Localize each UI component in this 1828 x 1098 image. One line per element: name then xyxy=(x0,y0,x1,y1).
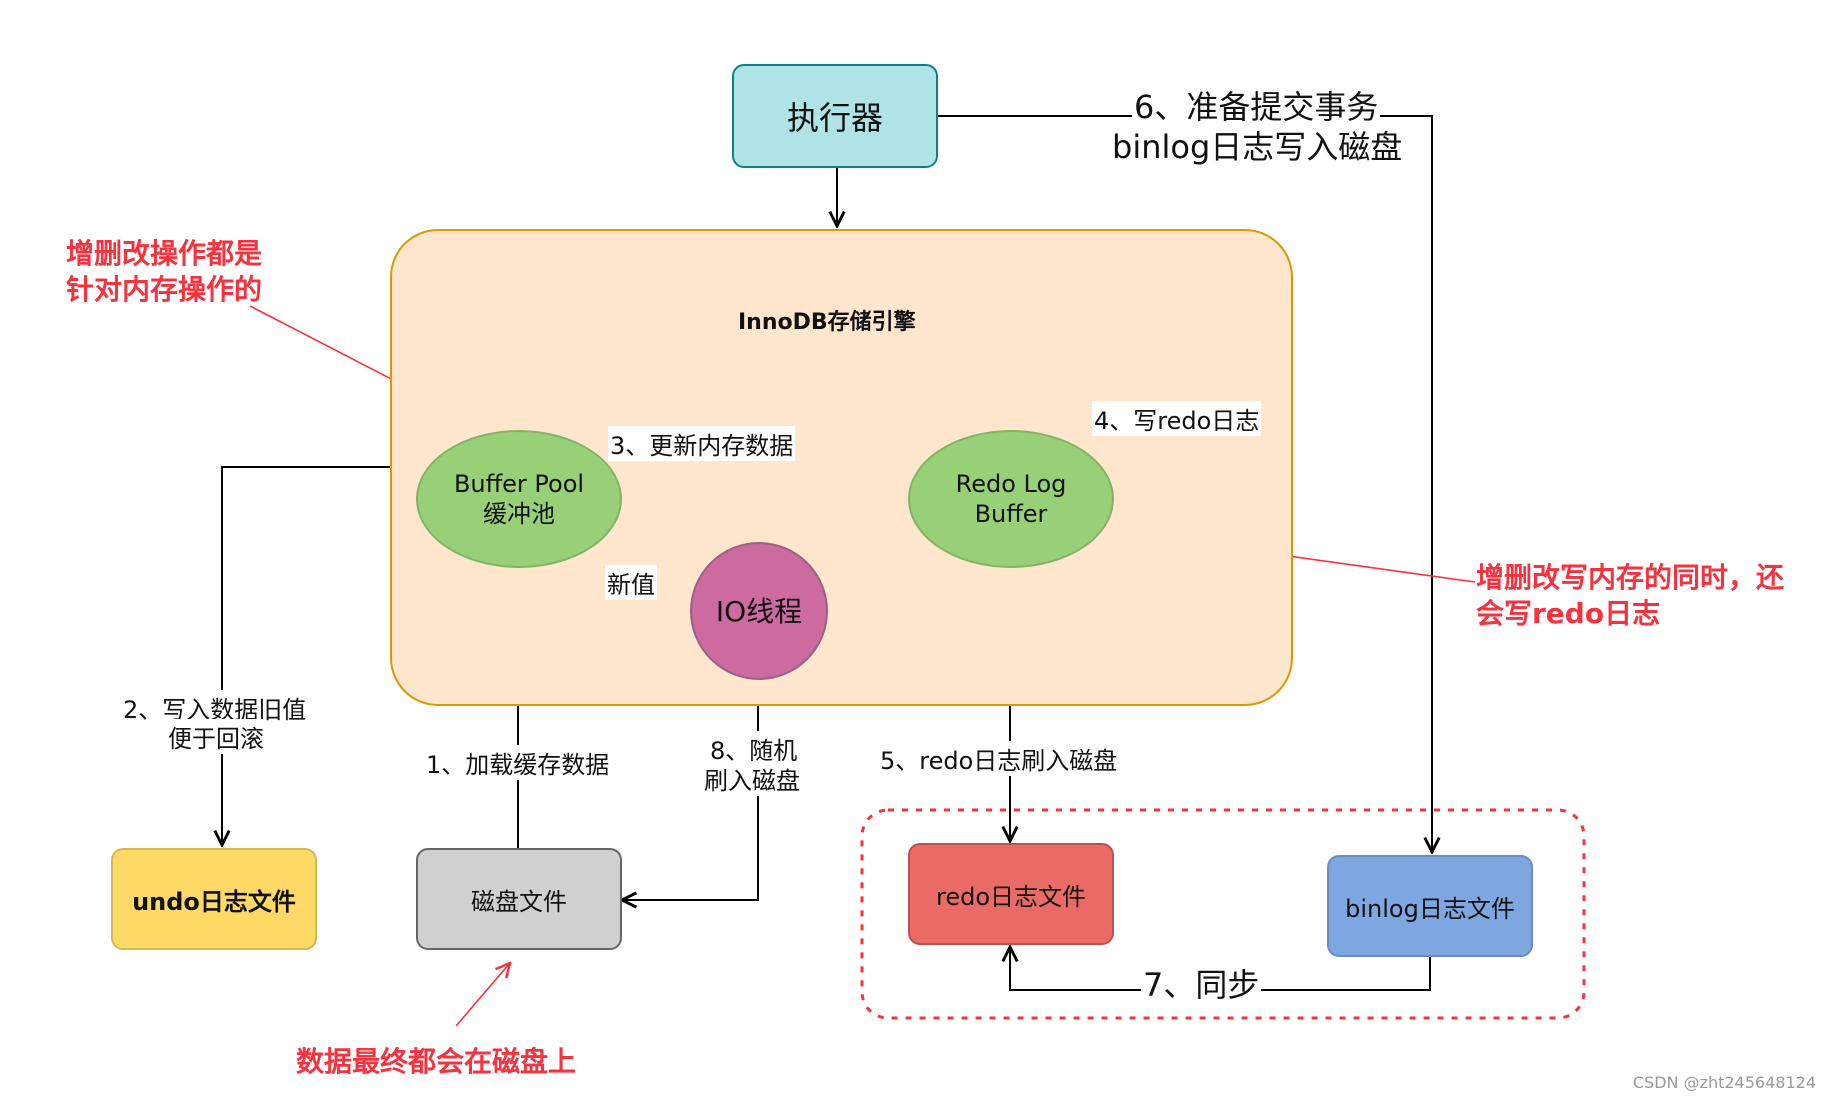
step1-label: 1、加载缓存数据 xyxy=(424,745,612,780)
redo-buffer-label-1: Redo Log xyxy=(955,470,1067,498)
redo-file-label: redo日志文件 xyxy=(935,882,1087,911)
persistence-group xyxy=(860,808,1586,1020)
annotation-redo-2: 会写redo日志 xyxy=(1476,597,1661,630)
innodb-engine-title: InnoDB存储引擎 xyxy=(738,310,916,335)
undo-file-node: undo日志文件 xyxy=(111,848,317,950)
redo-log-buffer-node: Redo Log Buffer xyxy=(908,430,1114,568)
step6-label-2: binlog日志写入磁盘 xyxy=(1110,122,1405,168)
executor-label: 执行器 xyxy=(786,99,883,137)
step4-label: 4、写redo日志 xyxy=(1092,401,1262,436)
step5-label: 5、redo日志刷入磁盘 xyxy=(878,741,1120,776)
undo-file-label: undo日志文件 xyxy=(132,887,296,916)
step3-label: 3、更新内存数据 xyxy=(608,426,796,461)
redo-buffer-label-2: Buffer xyxy=(974,500,1048,528)
step6-label-1: 6、准备提交事务 xyxy=(1132,82,1381,128)
disk-file-label: 磁盘文件 xyxy=(471,887,567,916)
annotation-arrow-disk xyxy=(455,963,510,1027)
edge-executor-binlog xyxy=(934,115,1432,852)
annotation-redo-1: 增删改写内存的同时，还 xyxy=(1476,561,1785,594)
buffer-pool-node: Buffer Pool 缓冲池 xyxy=(416,430,622,568)
binlog-file-label: binlog日志文件 xyxy=(1345,894,1515,923)
annotation-memory-2: 针对内存操作的 xyxy=(66,273,263,306)
redo-file-node: redo日志文件 xyxy=(908,843,1114,945)
step7-label: 7、同步 xyxy=(1141,960,1262,1006)
disk-file-node: 磁盘文件 xyxy=(416,848,622,950)
io-thread-label: IO线程 xyxy=(715,594,803,628)
executor-node: 执行器 xyxy=(732,64,938,168)
annotation-disk: 数据最终都会在磁盘上 xyxy=(296,1045,577,1078)
annotation-memory-1: 增删改操作都是 xyxy=(66,237,263,270)
buffer-pool-label-2: 缓冲池 xyxy=(483,500,555,528)
step8-label-1: 8、随机 xyxy=(708,731,800,766)
new-value-label: 新值 xyxy=(605,565,657,600)
io-thread-node: IO线程 xyxy=(690,542,828,680)
step8-label-2: 刷入磁盘 xyxy=(702,761,802,796)
binlog-file-node: binlog日志文件 xyxy=(1327,855,1533,957)
edge-step2 xyxy=(222,466,390,845)
innodb-engine-container xyxy=(390,229,1293,706)
step2-label-2: 便于回滚 xyxy=(168,719,264,754)
buffer-pool-label-1: Buffer Pool xyxy=(453,470,585,498)
watermark: CSDN @zht245648124 xyxy=(1632,1073,1816,1092)
